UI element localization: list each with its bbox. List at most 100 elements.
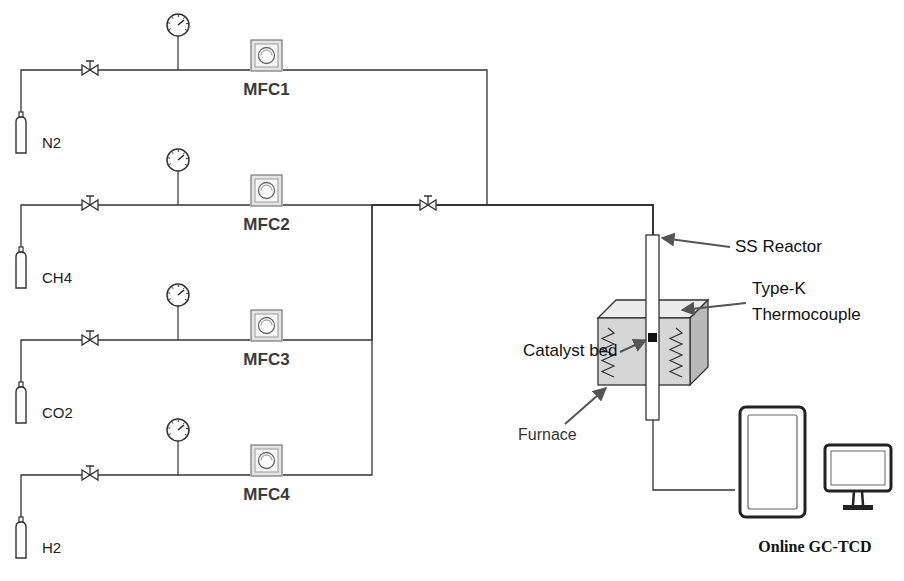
gauge-tick xyxy=(172,152,173,154)
computer-stand xyxy=(853,491,863,505)
valve-symbol xyxy=(82,466,98,480)
mfc-panel xyxy=(255,449,278,472)
valve-stem xyxy=(89,466,90,475)
computer-base xyxy=(843,505,873,510)
cylinder-body xyxy=(16,387,26,423)
gas-label: H2 xyxy=(42,539,61,556)
valve-symbol xyxy=(82,196,98,210)
valve-handle xyxy=(86,330,94,332)
leader-arrow xyxy=(662,238,730,247)
gas-label: N2 xyxy=(42,134,61,151)
gas-line xyxy=(21,340,250,382)
gauge-tick xyxy=(186,428,188,429)
cylinder-body xyxy=(16,522,26,558)
gas-line xyxy=(21,475,250,517)
mass-flow-controller-icon xyxy=(250,39,283,72)
reactor-tube xyxy=(646,235,659,420)
valve-handle xyxy=(86,195,94,197)
gauge-stem xyxy=(177,441,178,475)
gauge-tick xyxy=(178,420,179,422)
gauge-needle xyxy=(178,20,184,25)
mfc-housing xyxy=(251,310,282,341)
gas-cylinder-icon xyxy=(14,517,28,559)
pressure-gauge xyxy=(167,419,189,475)
cylinder-body xyxy=(16,252,26,288)
gauge-tick xyxy=(168,157,170,158)
gauge-dial xyxy=(167,149,189,171)
gauge-tick xyxy=(183,17,184,19)
mfc-panel xyxy=(255,44,278,67)
valve-symbol xyxy=(82,331,98,345)
gas-cylinder: N2 xyxy=(14,112,28,154)
gauge-tick xyxy=(183,152,184,154)
mfc-housing xyxy=(251,445,282,476)
furnace-side xyxy=(690,300,708,385)
gas-label: CO2 xyxy=(42,404,73,421)
valve-symbol xyxy=(82,61,98,75)
gauge-tick xyxy=(168,427,170,428)
cylinder-valve xyxy=(19,382,23,387)
gas-label: CH4 xyxy=(42,269,72,286)
valve-handle xyxy=(86,60,94,62)
gauge-tick xyxy=(185,29,187,30)
mass-flow-controller-icon xyxy=(250,444,283,477)
gas-cylinder-icon xyxy=(14,247,28,289)
mass-flow-controller: MFC4 xyxy=(250,444,283,477)
gas-line xyxy=(21,70,250,112)
valve-handle xyxy=(424,195,432,197)
mfc-dial-arc xyxy=(261,185,272,191)
mfc-dial xyxy=(259,183,275,199)
mfc-dial xyxy=(259,48,275,64)
valve-stem xyxy=(89,61,90,70)
gauge-tick xyxy=(169,28,171,30)
mfc-label: MFC1 xyxy=(243,80,289,100)
callout-label: SS Reactor xyxy=(735,236,822,258)
callout-label: Type-K Thermocouple xyxy=(752,276,892,328)
mfc-panel xyxy=(255,179,278,202)
gauge-stem xyxy=(177,306,178,340)
mass-flow-controller-icon xyxy=(250,174,283,207)
gauge-stem xyxy=(177,171,178,205)
gas-line xyxy=(21,205,250,247)
mfc-housing xyxy=(251,175,282,206)
part-name: Furnace xyxy=(518,426,577,444)
gauge-tick xyxy=(183,422,184,424)
valve-stem xyxy=(89,196,90,205)
gauge-tick xyxy=(172,422,173,424)
instrument-label: Online GC-TCD xyxy=(758,538,871,556)
gauge-tick xyxy=(172,287,173,289)
mfc-label: MFC4 xyxy=(243,485,289,505)
gauge-tick xyxy=(185,164,187,165)
gauge-tick xyxy=(183,287,184,289)
mfc-housing xyxy=(251,40,282,71)
gauge-needle xyxy=(178,425,184,430)
gas-line xyxy=(283,205,653,300)
mfc-dial-arc xyxy=(261,455,272,461)
gauge-tick xyxy=(178,285,179,287)
gauge-tick xyxy=(169,163,171,165)
leader-arrow xyxy=(682,303,746,310)
leader-arrow xyxy=(565,388,606,424)
gauge-tick xyxy=(172,17,173,19)
computer-monitor xyxy=(825,445,891,491)
cylinder-body xyxy=(16,117,26,153)
mfc-panel xyxy=(255,314,278,337)
gas-cylinder-icon xyxy=(14,382,28,424)
mass-flow-controller-icon xyxy=(250,309,283,342)
mass-flow-controller: MFC3 xyxy=(250,309,283,342)
gauge-dial xyxy=(167,284,189,306)
gauge-needle xyxy=(178,290,184,295)
cylinder-valve xyxy=(19,517,23,522)
gas-cylinder: CO2 xyxy=(14,382,28,424)
gc-cabinet xyxy=(740,407,805,517)
valve-stem xyxy=(89,331,90,340)
cylinder-valve xyxy=(19,112,23,117)
gauge-needle xyxy=(178,155,184,160)
mfc-dial-arc xyxy=(261,320,272,326)
gauge-tick xyxy=(186,158,188,159)
mass-flow-controller: MFC1 xyxy=(250,39,283,72)
gauge-tick xyxy=(185,434,187,435)
leader-arrow xyxy=(620,340,646,352)
gauge-tick xyxy=(169,298,171,300)
